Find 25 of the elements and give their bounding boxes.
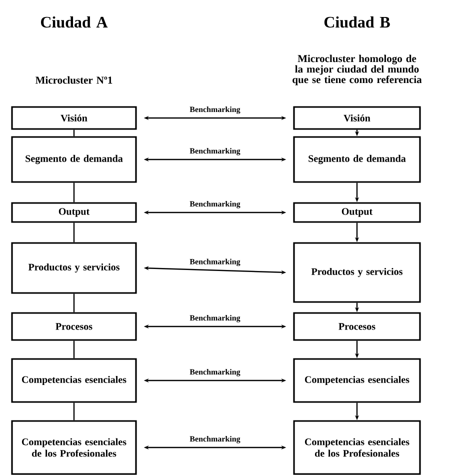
process-box: Productos y servicios	[11, 242, 137, 294]
edge-label: Benchmarking	[190, 200, 240, 208]
heading: Ciudad A	[41, 16, 108, 28]
process-box: Competencias esenciales de los Profesionales	[11, 420, 137, 475]
heading: Ciudad B	[324, 16, 390, 28]
edge-label: Benchmarking	[190, 258, 240, 266]
process-box: Segmento de demanda	[293, 136, 421, 183]
process-box: Output	[11, 202, 137, 223]
process-box: Competencias esenciales	[11, 358, 137, 403]
process-box: Procesos	[293, 312, 421, 341]
edge-label: Benchmarking	[190, 314, 240, 322]
edge-label: Benchmarking	[190, 368, 240, 376]
heading: Microcluster Nº1	[36, 76, 112, 84]
process-box: Visión	[293, 106, 421, 130]
process-box: Productos y servicios	[293, 242, 421, 303]
process-box: Output	[293, 202, 421, 223]
process-box: Segmento de demanda	[11, 136, 137, 183]
edge-label: Benchmarking	[190, 148, 240, 156]
heading: Microcluster homologo de la mejor ciudad del mundo que se tiene como referencia	[292, 54, 422, 86]
process-box: Procesos	[11, 312, 137, 341]
edge-label: Benchmarking	[190, 436, 240, 444]
process-box: Competencias esenciales de los Profesionales	[293, 420, 421, 475]
process-box: Competencias esenciales	[293, 358, 421, 403]
edge-label: Benchmarking	[190, 106, 240, 114]
process-box: Visión	[11, 106, 137, 130]
